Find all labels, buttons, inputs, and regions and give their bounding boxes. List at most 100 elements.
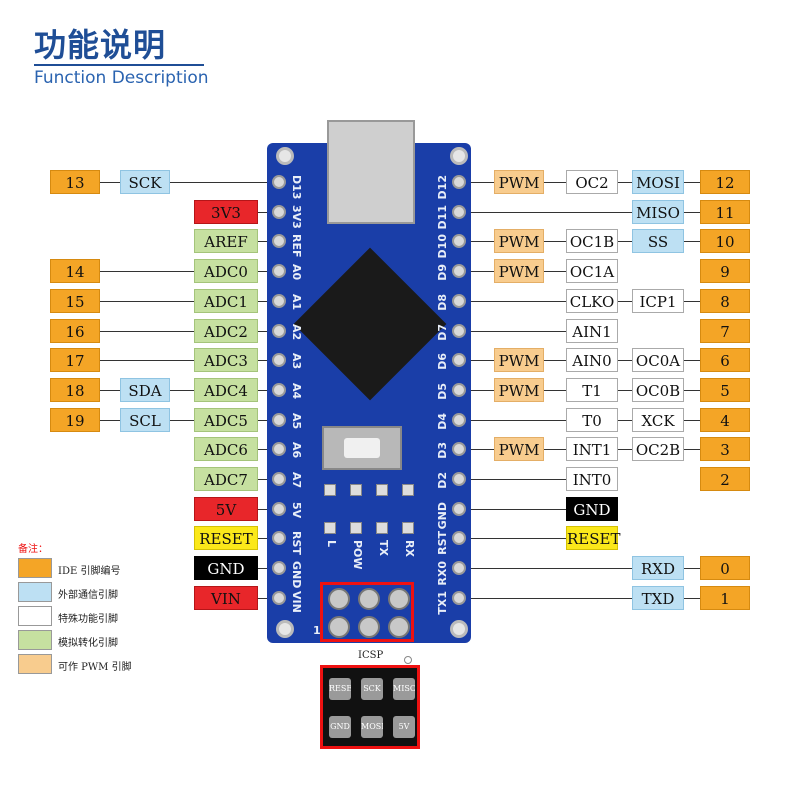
right-ide-number: 4 (700, 408, 750, 432)
wire (466, 509, 566, 510)
wire (258, 331, 272, 332)
left-pin-label: A1 (290, 294, 303, 311)
wire (258, 360, 272, 361)
right-func-label: CLKO (566, 289, 618, 313)
left-pin-label: A3 (290, 353, 303, 370)
right-func-label: INT0 (566, 467, 618, 491)
wire (100, 420, 120, 421)
left-func-label: ADC6 (194, 437, 258, 461)
icsp-pin-label: SCK (361, 678, 383, 700)
wire (258, 420, 272, 421)
led-label: TX (377, 540, 390, 556)
left-func-label: ADC1 (194, 289, 258, 313)
board-pin (452, 175, 466, 189)
wire (684, 420, 700, 421)
right-pin-label: D6 (436, 353, 449, 370)
left-pin-label: A6 (290, 442, 303, 459)
board-pin (452, 383, 466, 397)
wire (100, 182, 120, 183)
left-pin-label: A2 (290, 324, 303, 341)
mount-hole (450, 147, 468, 165)
left-ide-number: 19 (50, 408, 100, 432)
legend-swatch (18, 558, 52, 578)
icsp-detail: RESETSCKMISOGNDMOSI5V (320, 665, 420, 749)
led-label: POW (351, 540, 364, 570)
board-pin (272, 264, 286, 278)
board-pin (452, 502, 466, 516)
left-comm-label: SDA (120, 378, 170, 402)
board-pin (272, 531, 286, 545)
right-func-label: GND (566, 497, 618, 521)
led (324, 522, 336, 534)
led (402, 484, 414, 496)
page-subtitle: Function Description (34, 68, 209, 88)
right-pwm-label: PWM (494, 170, 544, 194)
right-extra-label: OC0A (632, 348, 684, 372)
wire (684, 182, 700, 183)
wire (466, 568, 632, 569)
right-func-label: INT1 (566, 437, 618, 461)
mount-hole (450, 620, 468, 638)
board-pin (272, 353, 286, 367)
board-pin (272, 442, 286, 456)
board-pin (272, 561, 286, 575)
left-pin-label: VIN (290, 591, 303, 613)
left-func-label: 5V (194, 497, 258, 521)
left-func-label: ADC4 (194, 378, 258, 402)
wire (258, 479, 272, 480)
left-ide-number: 15 (50, 289, 100, 313)
right-pwm-label: PWM (494, 348, 544, 372)
board-pin (452, 324, 466, 338)
wire (258, 271, 272, 272)
wire (618, 241, 632, 242)
wire (684, 360, 700, 361)
icsp-pin1-label: 1 (313, 624, 321, 637)
right-pwm-label: PWM (494, 378, 544, 402)
board-pin (452, 205, 466, 219)
left-pin-label: 3V3 (290, 205, 303, 229)
icsp-label: ICSP (358, 650, 384, 661)
led (376, 522, 388, 534)
right-ide-number: 11 (700, 200, 750, 224)
board-pin (272, 294, 286, 308)
wire (258, 390, 272, 391)
mount-hole (276, 620, 294, 638)
left-func-label: VIN (194, 586, 258, 610)
icsp-pin-label: MOSI (361, 716, 383, 738)
usb-connector (327, 120, 415, 224)
right-ide-number: 10 (700, 229, 750, 253)
mount-hole (276, 147, 294, 165)
wire (100, 390, 120, 391)
left-ide-number: 13 (50, 170, 100, 194)
right-func-label: T1 (566, 378, 618, 402)
right-extra-label: XCK (632, 408, 684, 432)
left-comm-label: SCL (120, 408, 170, 432)
legend-item-label: 可作 PWM 引脚 (58, 662, 132, 673)
wire (466, 331, 566, 332)
left-ide-number: 17 (50, 348, 100, 372)
board-pin (452, 472, 466, 486)
wire (258, 538, 272, 539)
left-pin-label: A0 (290, 264, 303, 281)
right-ide-number: 0 (700, 556, 750, 580)
board-pin (452, 561, 466, 575)
icsp-pin-label: MISO (393, 678, 415, 700)
right-pin-label: D10 (436, 234, 449, 259)
legend-item-label: 特殊功能引脚 (58, 614, 118, 625)
right-pin-label: D2 (436, 472, 449, 489)
wire (684, 241, 700, 242)
right-pin-label: GND (436, 502, 449, 530)
right-extra-label: OC2B (632, 437, 684, 461)
right-extra-label: ICP1 (632, 289, 684, 313)
right-pin-label: D11 (436, 205, 449, 230)
icsp-pin-label: RESET (329, 678, 351, 700)
page-title: 功能说明 (34, 26, 167, 64)
right-func-label: RESET (566, 526, 620, 550)
left-func-label: AREF (194, 229, 258, 253)
wire (170, 182, 272, 183)
legend-swatch (18, 654, 52, 674)
wire (684, 449, 700, 450)
right-pin-label: D8 (436, 294, 449, 311)
wire (466, 212, 632, 213)
right-ide-number: 2 (700, 467, 750, 491)
